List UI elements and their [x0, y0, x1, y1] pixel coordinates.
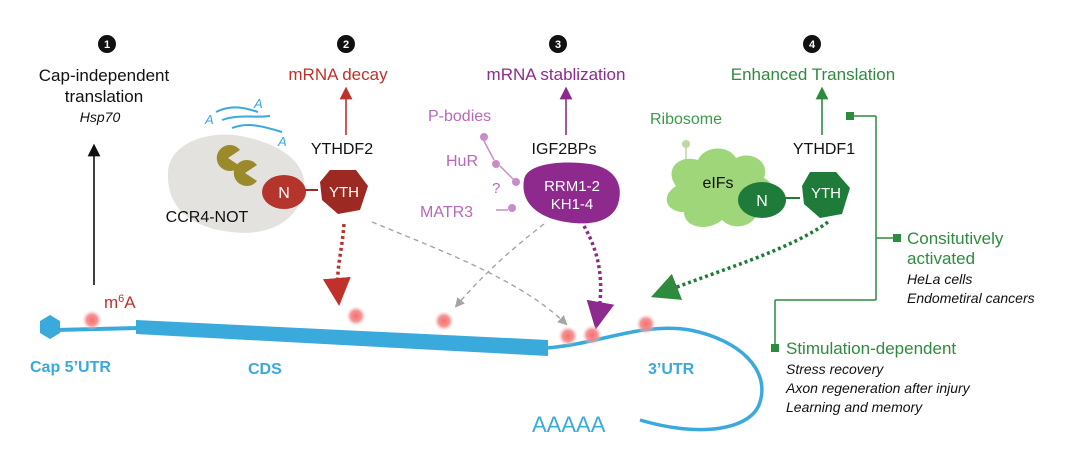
step-4: 4 Enhanced Translation YTHDF1 Ribosome e… [650, 35, 1035, 415]
pacman-icon [216, 145, 240, 171]
p-bodies-node [480, 133, 488, 141]
constitutive-title-line1: Consitutively [907, 229, 1004, 248]
ythdf2-label: YTHDF2 [311, 141, 373, 158]
hur-label: HuR [446, 153, 478, 170]
stimulation-item-2: Axon regeneration after injury [785, 380, 971, 396]
ythdf2-yth-label: YTH [329, 184, 359, 201]
ccr4-poly-a-strands [215, 106, 283, 133]
cap-5utr-label: Cap 5’UTR [30, 359, 111, 376]
constitutive-item-2: Endometiral cancers [907, 290, 1035, 306]
utr3-label: 3’UTR [648, 361, 695, 378]
igf2bps-binding-arrow [582, 225, 615, 330]
p-bodies-link [483, 140, 495, 161]
step-1-title-line2: translation [65, 87, 143, 106]
context-square-constitutive [893, 234, 901, 242]
p-bodies-label: P-bodies [428, 108, 491, 125]
ribosome-node [682, 140, 690, 148]
mrna-3utr [545, 326, 764, 432]
m6a-site [558, 326, 578, 346]
constitutive-item-1: HeLa cells [907, 271, 972, 287]
hur-node [492, 160, 500, 168]
ythdf2-yth-domain [320, 170, 368, 214]
igf2bps-protein [523, 162, 620, 224]
eifs-label: eIFs [702, 175, 733, 192]
igf2bps-label: IGF2BPs [532, 141, 597, 158]
ythdf1-n-label: N [756, 193, 768, 210]
step-4-number: 4 [809, 39, 816, 51]
mrna-cds [136, 320, 548, 356]
poly-a-letter-1: A [204, 112, 214, 127]
ythdf1-yth-domain [802, 172, 850, 218]
m6a-label: m6A [104, 293, 136, 312]
step-3-title: mRNA stablization [487, 65, 626, 84]
hur-node-2 [512, 178, 520, 186]
step-1-subtitle: Hsp70 [80, 109, 121, 125]
stimulation-title: Stimulation-dependent [786, 339, 956, 358]
context-connector [774, 115, 893, 348]
context-square-stimulation [771, 344, 779, 352]
step-3-badge [549, 35, 567, 53]
question-label: ? [492, 180, 500, 197]
cds-label: CDS [248, 361, 282, 378]
step-2: 2 mRNA decay YTHDF2 CCR4-NOT A A A N YTH [166, 35, 568, 326]
ccr4-not-label: CCR4-NOT [166, 209, 249, 226]
matr3-label: MATR3 [420, 204, 473, 221]
m6a-site [434, 311, 454, 331]
mrna-5utr [55, 326, 141, 332]
stimulation-item-3: Learning and memory [786, 399, 923, 415]
step-1-title-line1: Cap-independent [39, 66, 170, 85]
ribosome-label: Ribosome [650, 111, 722, 128]
ythdf1-label: YTHDF1 [793, 141, 855, 158]
poly-a-letter-3: A [277, 134, 287, 149]
constitutive-title-line2: activated [907, 249, 975, 268]
poly-a-letter-2: A [253, 96, 263, 111]
step-3-number: 3 [555, 39, 561, 51]
context-square-top [846, 112, 854, 120]
step-1: 1 Cap-independent translation Hsp70 [39, 35, 170, 285]
matr3-node [508, 204, 516, 212]
step-1-badge [98, 35, 116, 53]
step-4-title: Enhanced Translation [731, 65, 895, 84]
step-1-number: 1 [104, 39, 110, 51]
m6a-site [82, 310, 102, 330]
igf2bps-domains-line1: RRM1-2 [544, 178, 600, 195]
m6a-site [346, 306, 366, 326]
mrna-cap [40, 315, 60, 339]
igf2bps-grey-arrow [454, 223, 545, 308]
step-2-number: 2 [343, 39, 349, 51]
ythdf2-grey-arrow [371, 221, 568, 326]
step-2-badge [337, 35, 355, 53]
ythdf1-binding-arrow [650, 220, 830, 300]
step-2-title: mRNA decay [288, 65, 388, 84]
stimulation-item-1: Stress recovery [786, 361, 884, 377]
ythdf2-n-domain [262, 175, 306, 209]
igf2bps-domains-line2: KH1-4 [551, 196, 594, 213]
mrna-polya: AAAAA [532, 412, 606, 437]
step-4-badge [803, 35, 821, 53]
step-3: 3 mRNA stablization IGF2BPs RRM1-2 KH1-4… [420, 35, 626, 330]
ythdf2-n-label: N [278, 185, 290, 202]
ccr4-not-complex [167, 134, 305, 233]
ythdf1-n-domain [738, 182, 786, 218]
mrna-molecule: AAAAA m6A Cap 5’UTR CDS 3’UTR [30, 293, 764, 437]
ythdf1-yth-label: YTH [811, 185, 841, 202]
pacman-icon-2 [233, 160, 257, 187]
hur-link [499, 165, 515, 181]
m6a-site [582, 325, 602, 345]
ythdf2-binding-arrow [322, 223, 351, 306]
m6a-site [636, 314, 656, 334]
